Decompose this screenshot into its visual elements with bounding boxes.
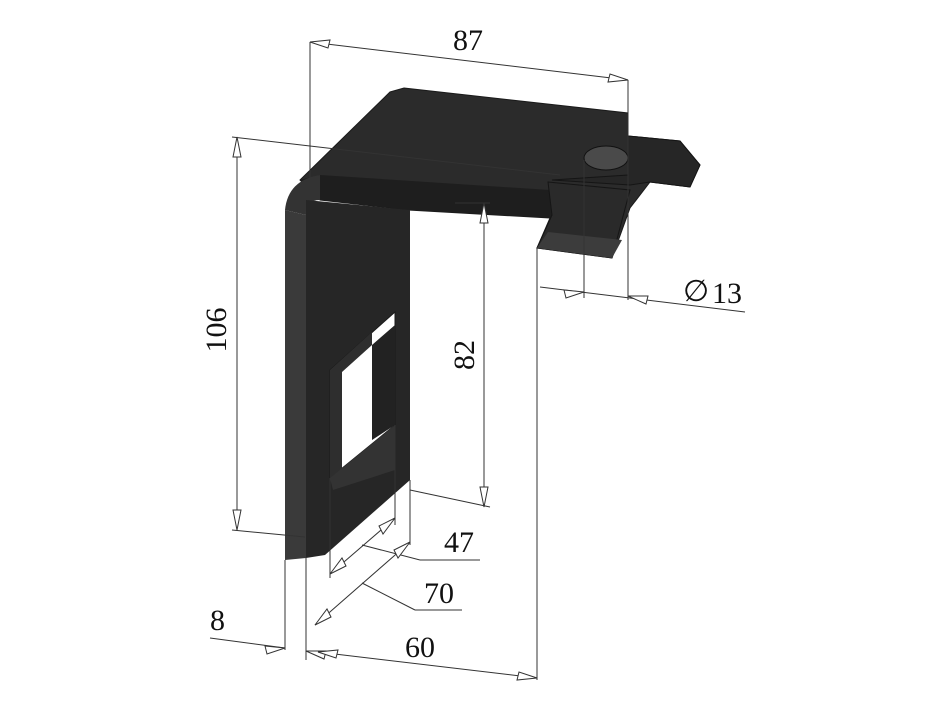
slot-inner-side [372,325,395,440]
dim-label-base-width: 60 [405,631,435,664]
dimension-labels: 87 106 82 ∅ 13 47 70 8 60 [200,24,742,664]
dim-label-inner-height: 82 [448,340,481,370]
slot-inner-bottom [330,425,395,490]
hook-tab-bevel [537,232,622,258]
vertical-leg-side [285,210,306,560]
top-plate-front-edge [300,175,552,218]
dim-label-top-width: 87 [453,24,483,57]
dimension-lines [209,39,746,681]
mounting-hole [583,145,629,171]
dim-label-slot-length: 47 [444,526,474,559]
slot-inner-left [330,332,372,478]
dim-label-leg-length: 70 [424,577,454,610]
dim-label-hole-symbol: ∅ [683,275,709,308]
bracket-part [285,87,701,560]
dim-label-overall-height: 106 [200,308,233,353]
bend-corner [285,175,320,215]
dim-label-hole-diameter: 13 [712,277,742,310]
dim-label-thickness: 8 [210,604,225,637]
